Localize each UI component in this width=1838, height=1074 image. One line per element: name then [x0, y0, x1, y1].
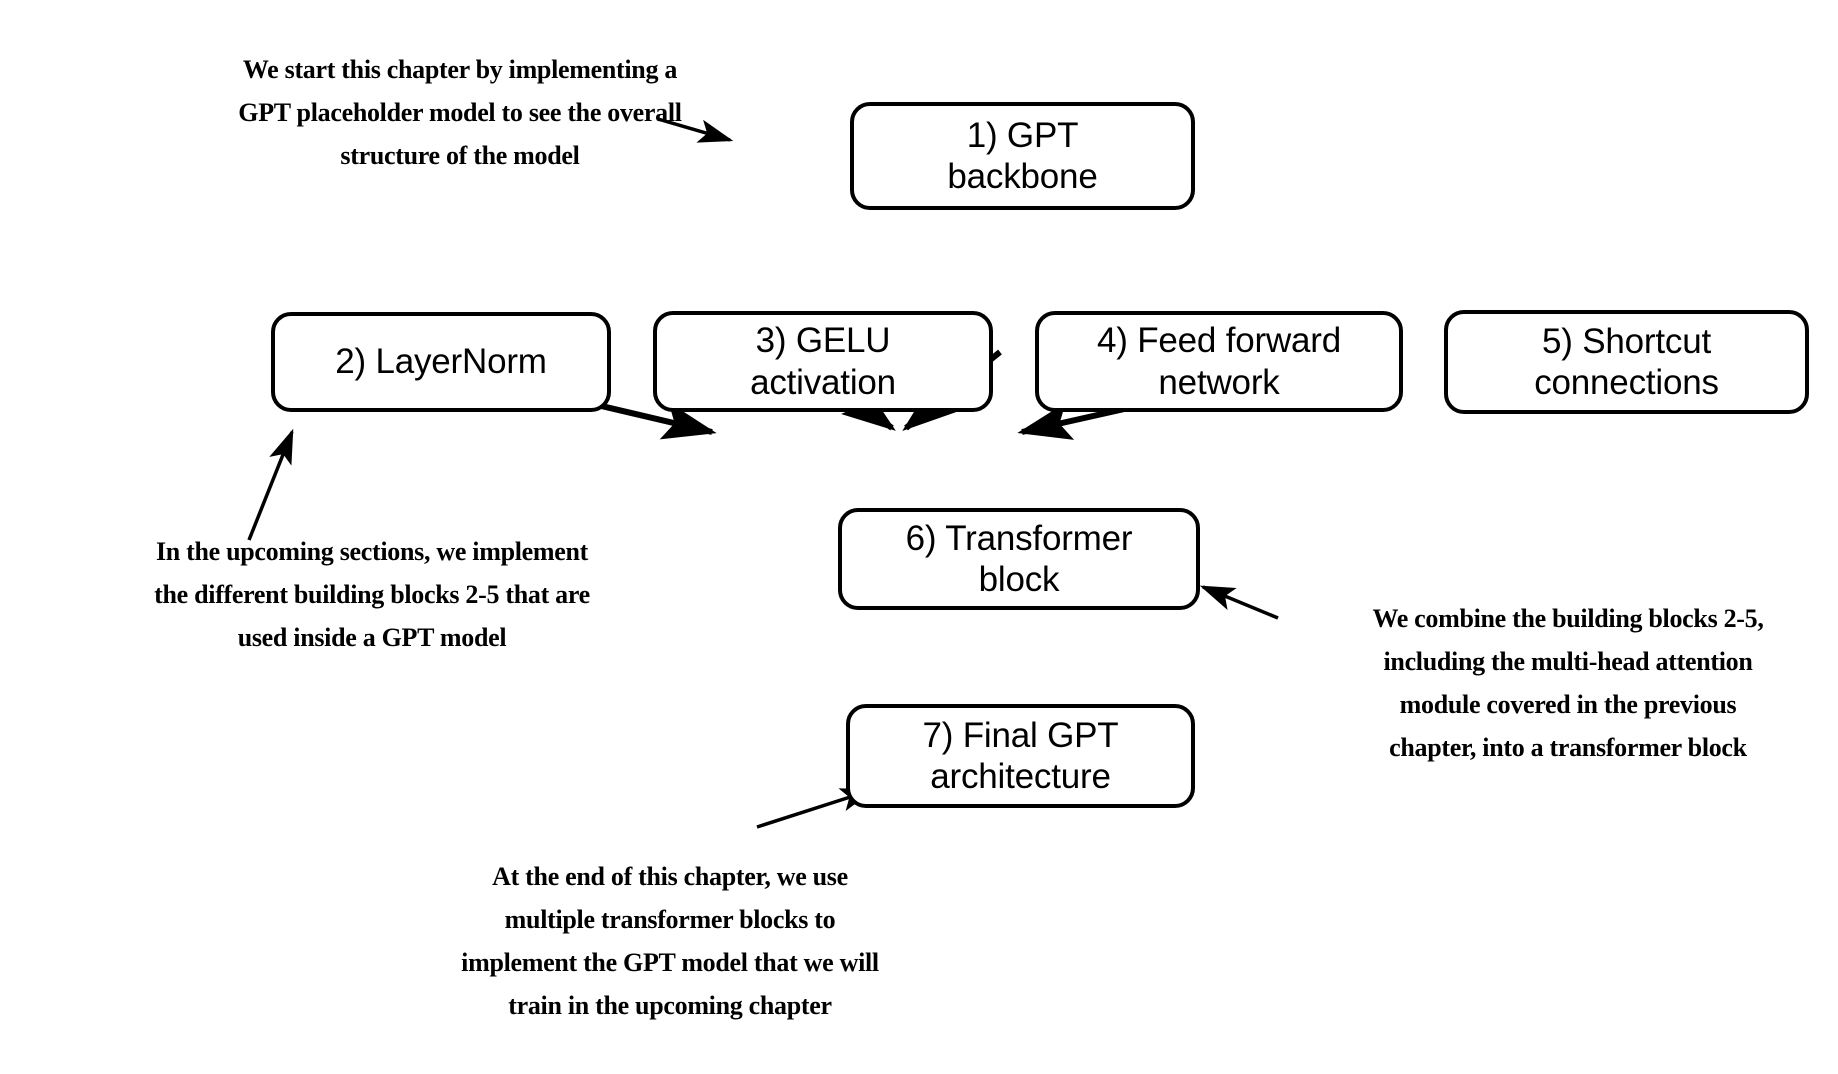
box-final-gpt-architecture[interactable]: 7) Final GPT architecture — [846, 704, 1195, 808]
annotation-intro: We start this chapter by implementing a … — [238, 55, 682, 170]
annotation-final: At the end of this chapter, we use multi… — [461, 862, 879, 1020]
arrow-note-to-transformer — [1199, 585, 1279, 620]
box-feed-forward[interactable]: 4) Feed forward network — [1035, 311, 1403, 412]
annotation-transformer: We combine the building blocks 2-5, incl… — [1372, 604, 1764, 762]
box-gpt-backbone[interactable]: 1) GPT backbone — [850, 102, 1195, 210]
arrow-note-to-layernorm — [247, 428, 294, 541]
box-transformer-block[interactable]: 6) Transformer block — [838, 508, 1200, 610]
box-shortcut-connections[interactable]: 5) Shortcut connections — [1444, 310, 1809, 414]
box-layernorm[interactable]: 2) LayerNorm — [271, 312, 611, 412]
annotation-building-blocks: In the upcoming sections, we implement t… — [154, 537, 590, 652]
box-gelu-activation[interactable]: 3) GELU activation — [653, 311, 993, 412]
